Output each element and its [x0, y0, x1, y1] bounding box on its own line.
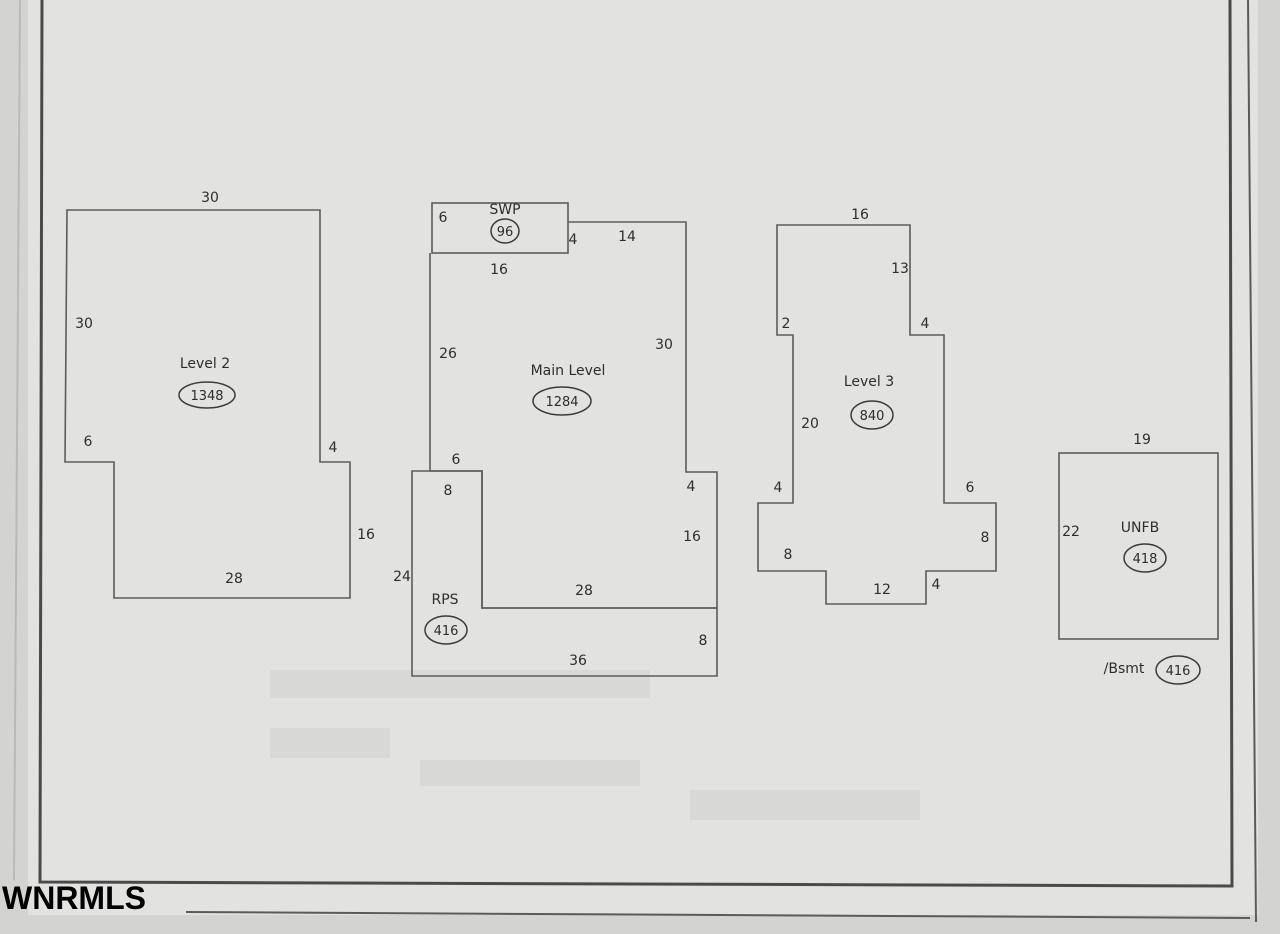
unfb-area-badge [1123, 543, 1167, 573]
level-3-area-badge [850, 400, 894, 430]
level-3-dim-bottom-step: 4 [932, 577, 941, 593]
swp-dim-bottom: 16 [490, 262, 508, 278]
swp-area-badge [490, 218, 520, 244]
bleed-through-mark [270, 670, 650, 698]
main-level-dim-right: 30 [655, 337, 673, 353]
swp-label: SWP [489, 202, 520, 218]
area-bsmt: /Bsmt 416 [1104, 655, 1201, 685]
main-level-dim-bottom: 28 [575, 583, 593, 599]
rps-dim-left: 24 [393, 569, 411, 585]
level-3-dim-right-side: 8 [981, 530, 990, 546]
inner-frame [38, 0, 1234, 888]
bleed-through-mark [690, 790, 920, 820]
paper-sheet [28, 0, 1258, 915]
level-3-dim-top: 16 [851, 207, 869, 223]
area-rps: 8 24 36 8 RPS 416 [393, 470, 718, 677]
main-level-area: 1284 [545, 395, 578, 410]
level-2-dim-bottom: 28 [225, 571, 243, 587]
unfb-outline [1058, 452, 1219, 640]
rps-area: 416 [434, 624, 459, 639]
unfb-area: 418 [1133, 552, 1158, 567]
area-swp: SWP 96 6 4 16 [431, 202, 578, 278]
swp-area: 96 [497, 225, 514, 240]
bleed-through-mark [420, 760, 640, 786]
swp-dim-left: 6 [439, 210, 448, 226]
area-level-3: 16 13 2 4 20 4 6 8 8 12 4 Level 3 840 [757, 207, 997, 605]
main-level-dim-step: 4 [687, 479, 696, 495]
level-2-dim-left: 30 [75, 316, 93, 332]
main-level-dim-left: 26 [439, 346, 457, 362]
level-3-dim-left-bottom: 8 [784, 547, 793, 563]
level-2-label: Level 2 [180, 356, 230, 372]
bsmt-label: /Bsmt [1104, 661, 1145, 677]
level-3-dim-bottom: 12 [873, 582, 891, 598]
level-2-outline [64, 209, 351, 599]
wnrmls-watermark: WNRMLS [2, 880, 146, 916]
level-3-area: 840 [860, 409, 885, 424]
rps-label: RPS [431, 592, 458, 608]
level-3-dim-right-step: 4 [921, 316, 930, 332]
level-3-dim-upper-right: 13 [891, 261, 909, 277]
level-2-dim-notch: 6 [84, 434, 93, 450]
outer-frame-bottom [185, 911, 1251, 919]
main-level-dim-lower-right: 16 [683, 529, 701, 545]
outer-frame-right [1247, 0, 1257, 923]
sheet-edge [13, 0, 21, 881]
rps-outline [411, 470, 718, 677]
level-3-dim-left-notch: 2 [782, 316, 791, 332]
level-3-label: Level 3 [844, 374, 894, 390]
level-2-dim-top: 30 [201, 190, 219, 206]
swp-dim-right: 4 [569, 232, 578, 248]
level-3-dim-left-wing: 4 [774, 480, 783, 496]
level-2-area: 1348 [190, 389, 223, 404]
main-level-area-badge [532, 386, 592, 416]
area-level-2: 30 30 6 4 16 28 Level 2 1348 [64, 190, 375, 599]
main-level-dim-notch: 6 [452, 452, 461, 468]
bsmt-area: 416 [1166, 664, 1191, 679]
unfb-dim-left: 22 [1062, 524, 1080, 540]
rps-area-badge [424, 615, 468, 645]
main-level-dim-top: 14 [618, 229, 636, 245]
level-3-dim-mid-left: 20 [801, 416, 819, 432]
bleed-through-mark [270, 728, 390, 758]
main-level-label: Main Level [531, 363, 606, 379]
swp-outline [431, 202, 569, 254]
rps-dim-right: 8 [699, 633, 708, 649]
level-2-dim-step: 4 [329, 440, 338, 456]
unfb-dim-top: 19 [1133, 432, 1151, 448]
level-3-dim-right-wing: 6 [966, 480, 975, 496]
unfb-label: UNFB [1121, 520, 1159, 536]
level-3-outline [757, 224, 997, 605]
area-unfb: 19 22 UNFB 418 [1058, 432, 1219, 640]
bsmt-area-badge [1155, 655, 1201, 685]
rps-dim-top: 8 [444, 483, 453, 499]
rps-dim-bottom: 36 [569, 653, 587, 669]
level-2-area-badge [178, 381, 236, 409]
level-2-dim-right: 16 [357, 527, 375, 543]
